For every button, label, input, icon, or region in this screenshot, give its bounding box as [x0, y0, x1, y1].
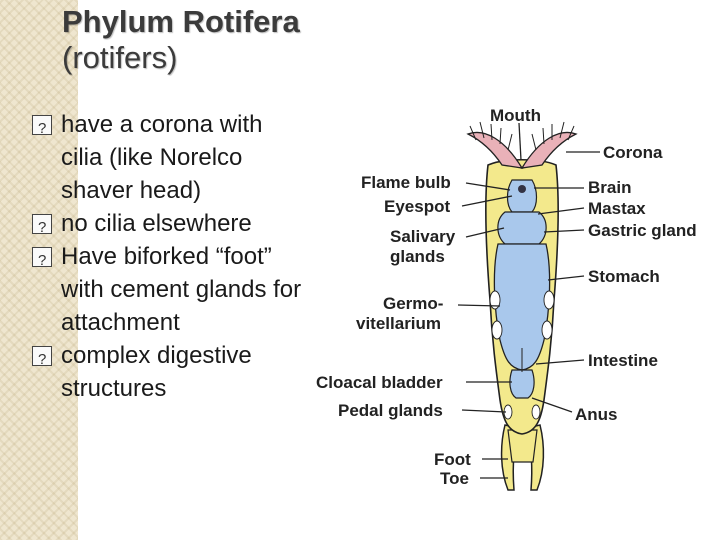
bullet-item: no cilia elsewhere: [30, 207, 305, 244]
bullet-text: have a corona with cilia (like Norelco s…: [61, 111, 263, 204]
bullet-item: Have biforked “foot” with cement glands …: [30, 240, 305, 339]
bullet-item: complex digestive structures: [30, 339, 305, 405]
label-stomach: Stomach: [588, 267, 660, 286]
label-salivary-glands-line2: glands: [390, 247, 445, 266]
title-line-1: Phylum Rotifera: [62, 4, 300, 39]
bullet-marker-icon: [32, 112, 52, 145]
slide-title: Phylum Rotifera (rotifers): [62, 4, 300, 76]
label-corona: Corona: [603, 143, 663, 162]
bullet-text: no cilia elsewhere: [61, 210, 252, 237]
bullet-list: have a corona with cilia (like Norelco s…: [30, 108, 305, 405]
label-toe: Toe: [440, 469, 469, 488]
bullet-item: have a corona with cilia (like Norelco s…: [30, 108, 305, 207]
bullet-marker-icon: [32, 343, 52, 376]
bullet-marker-icon: [32, 244, 52, 277]
label-brain: Brain: [588, 178, 631, 197]
label-foot: Foot: [434, 450, 471, 469]
leader-lines: [457, 122, 600, 479]
title-line-2: (rotifers): [62, 40, 178, 75]
label-anus: Anus: [575, 405, 618, 424]
bullet-marker-icon: [32, 211, 52, 244]
label-cloacal-bladder: Cloacal bladder: [316, 373, 443, 392]
label-pedal-glands: Pedal glands: [338, 401, 443, 420]
label-salivary-glands-line1: Salivary: [390, 227, 456, 246]
label-flame-bulb: Flame bulb: [361, 173, 451, 192]
bullet-text: complex digestive structures: [61, 342, 252, 402]
label-eyespot: Eyespot: [384, 197, 450, 216]
label-germovitellarium-line1: Germo-: [383, 294, 443, 313]
diagram-labels: Mouth Corona Flame bulb Brain Eyespot Ma…: [316, 106, 697, 488]
bullet-text: Have biforked “foot” with cement glands …: [61, 243, 302, 336]
label-mouth: Mouth: [490, 106, 541, 125]
label-mastax: Mastax: [588, 199, 646, 218]
label-germovitellarium-line2: vitellarium: [356, 314, 441, 333]
label-intestine: Intestine: [588, 351, 658, 370]
label-gastric-gland: Gastric gland: [588, 221, 697, 240]
